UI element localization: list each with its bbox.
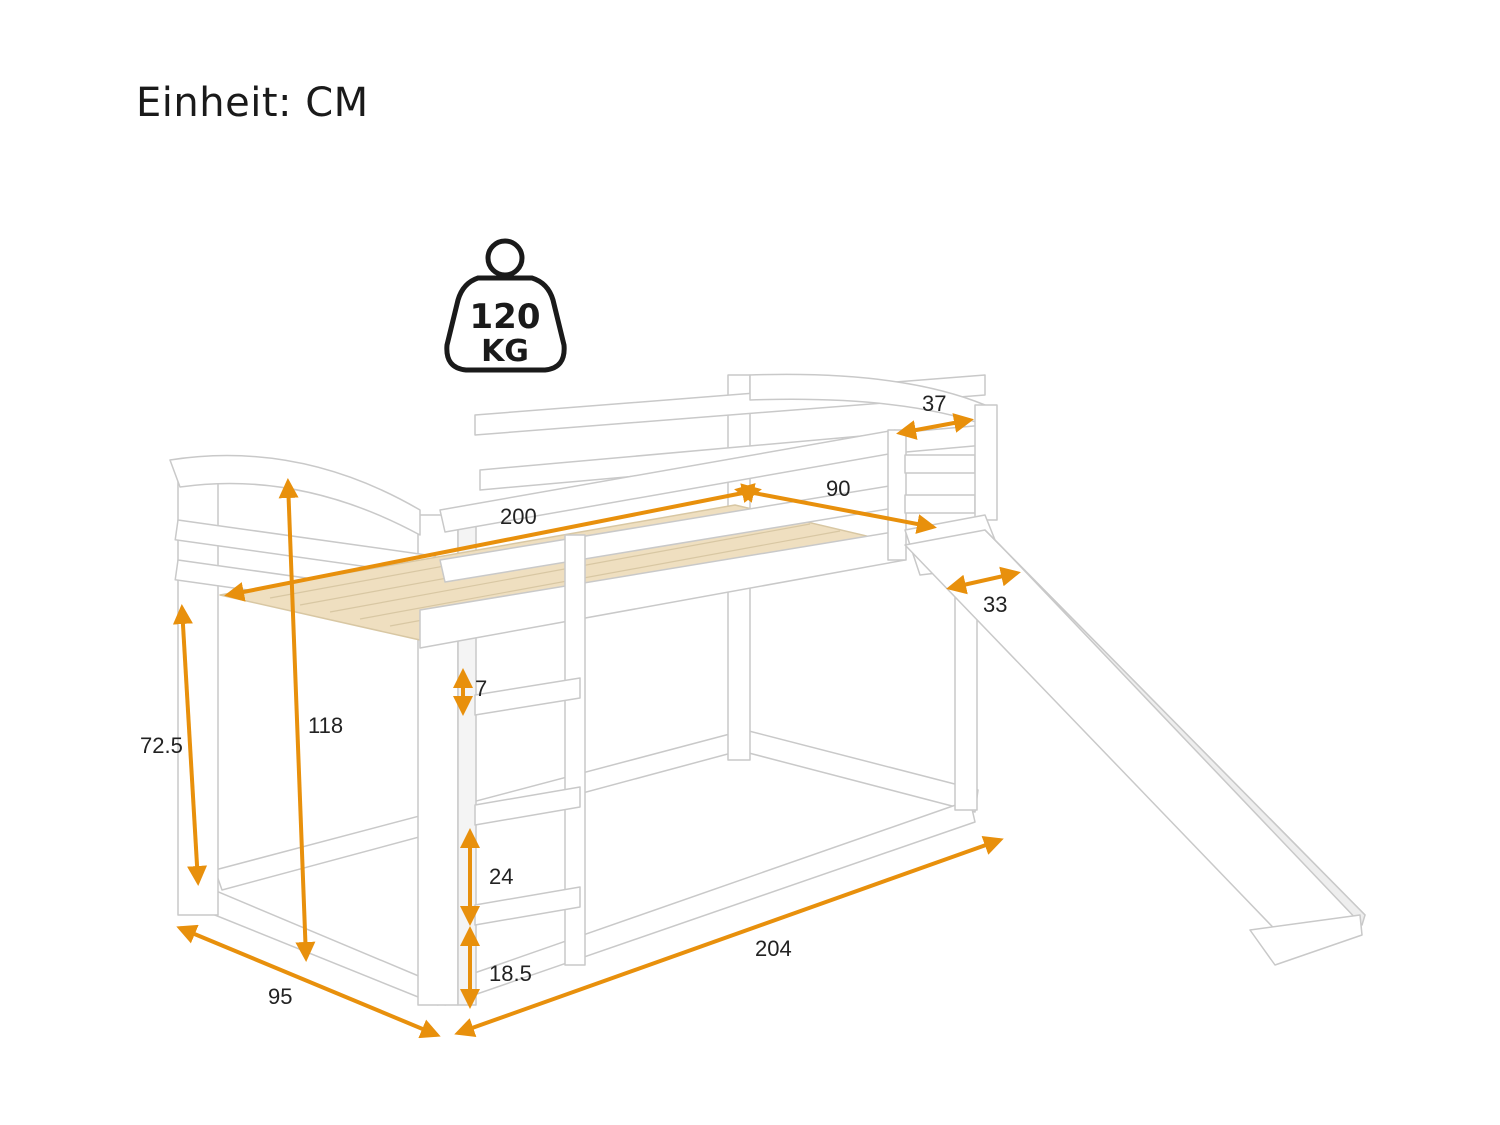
- ladder-rung-1: [474, 677, 581, 716]
- right-corner-post: [974, 404, 998, 521]
- bed-illustration: [169, 373, 1366, 1006]
- slide-end-lip: [1249, 914, 1363, 966]
- floor-frame-right: [744, 729, 979, 813]
- label-under-bed: 72.5: [140, 733, 183, 758]
- unit-label: Einheit: CM: [136, 80, 369, 126]
- label-slide-width: 33: [983, 592, 1007, 617]
- label-width-top: 90: [826, 476, 850, 501]
- right-guard-post: [887, 429, 907, 561]
- arrow-under-bed: [172, 604, 208, 886]
- label-length-top: 200: [500, 504, 537, 529]
- label-base-length: 204: [755, 936, 792, 961]
- arrow-base-width: [176, 924, 441, 1039]
- label-total-height: 118: [308, 713, 343, 738]
- right-rail-1: [904, 454, 976, 474]
- ladder-rung-2: [474, 786, 581, 826]
- arrow-base-length: [454, 835, 1004, 1038]
- arrow-width-top: [734, 483, 937, 534]
- slide-chute-edge: [984, 529, 1366, 926]
- label-base-width: 95: [268, 984, 292, 1009]
- weight-value: 120: [470, 297, 541, 337]
- label-bottom-rung: 18.5: [489, 961, 532, 986]
- weight-unit: KG: [481, 334, 529, 369]
- right-rail-2: [904, 494, 976, 514]
- arrow-slide-width: [946, 566, 1021, 595]
- arrow-length-top: [224, 483, 762, 602]
- back-right-post: [954, 589, 978, 811]
- arrow-guard-rail: [896, 413, 974, 440]
- label-rung-height: 7: [475, 676, 487, 701]
- label-guard-rail: 37: [922, 391, 946, 416]
- arrow-total-height: [278, 478, 316, 962]
- weight-icon: 120 KG: [444, 238, 567, 373]
- dimension-arrows: [172, 413, 1021, 1039]
- label-rung-spacing: 24: [489, 864, 513, 889]
